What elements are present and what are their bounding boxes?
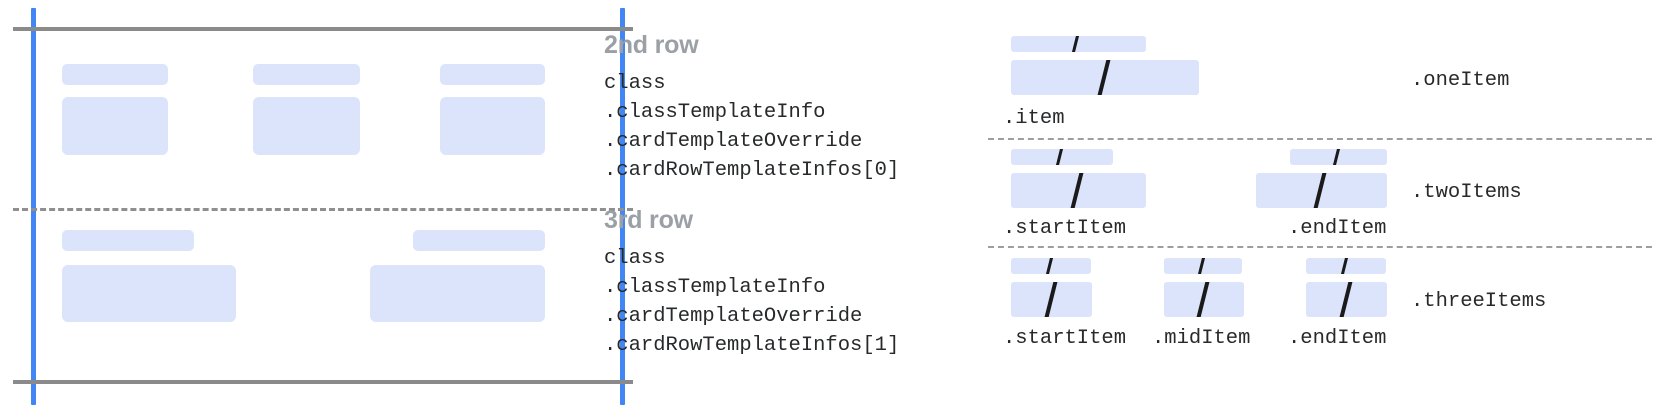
legend-chip-label-three-mid (1164, 258, 1242, 274)
legend-name-one-item: .oneItem (1411, 69, 1510, 92)
row-code-line-4: .cardRowTemplateInfos[0] (604, 159, 900, 182)
legend-chip-label-three-end (1306, 258, 1386, 274)
legend-chip-body-two-end (1256, 173, 1387, 208)
guide-line-right (620, 8, 625, 405)
row-code-line-1: class (604, 72, 666, 95)
legend-divider-1 (988, 138, 1652, 140)
row-code-line-1: class (604, 247, 666, 270)
guide-line-left (31, 8, 36, 405)
legend-chip-label-two-end (1290, 149, 1387, 165)
legend-chip-label-three-start (1011, 258, 1091, 274)
placeholder-label-r3c2 (413, 230, 545, 251)
legend-chip-body-three-start (1011, 282, 1092, 317)
legend-caption-start-item: .startItem (1003, 327, 1127, 350)
placeholder-body-r2c2 (253, 97, 360, 155)
row-code-line-2: .classTemplateInfo (604, 101, 826, 124)
row-divider-dashed (13, 208, 633, 211)
legend-chip-body-two-start (1011, 173, 1146, 208)
legend-chip-label-two-start (1011, 149, 1113, 165)
row-annotation-3: 3rd row class .classTemplateInfo .cardTe… (604, 208, 899, 360)
row-title: 3rd row (604, 206, 693, 234)
placeholder-label-r2c3 (440, 64, 545, 85)
legend-divider-2 (988, 246, 1652, 248)
placeholder-label-r2c2 (253, 64, 360, 85)
placeholder-label-r3c1 (62, 230, 194, 251)
row-code-line-2: .classTemplateInfo (604, 276, 826, 299)
placeholder-body-r2c3 (440, 97, 545, 155)
legend-chip-label-one (1011, 36, 1146, 52)
row-annotation-2: 2nd row class .classTemplateInfo .cardTe… (604, 33, 899, 185)
legend-name-two-items: .twoItems (1411, 181, 1522, 204)
row-code-line-4: .cardRowTemplateInfos[1] (604, 334, 900, 357)
legend-name-three-items: .threeItems (1411, 290, 1547, 313)
placeholder-label-r2c1 (62, 64, 168, 85)
row-code-line-3: .cardTemplateOverride (604, 130, 863, 153)
row-code-line-3: .cardTemplateOverride (604, 305, 863, 328)
legend-chip-body-three-mid (1164, 282, 1244, 317)
rule-bottom (13, 380, 633, 384)
legend-caption-end-item: .endItem (1288, 217, 1387, 240)
placeholder-body-r3c1 (62, 265, 236, 322)
legend-chip-body-one (1011, 60, 1199, 95)
legend-caption-item: .item (1003, 107, 1065, 130)
legend-caption-end-item: .endItem (1288, 327, 1387, 350)
legend-caption-mid-item: .midItem (1152, 327, 1251, 350)
placeholder-body-r3c2 (370, 265, 545, 322)
row-title: 2nd row (604, 31, 699, 59)
legend-caption-start-item: .startItem (1003, 217, 1127, 240)
legend-chip-body-three-end (1306, 282, 1387, 317)
placeholder-body-r2c1 (62, 97, 168, 155)
rule-top (13, 27, 633, 31)
